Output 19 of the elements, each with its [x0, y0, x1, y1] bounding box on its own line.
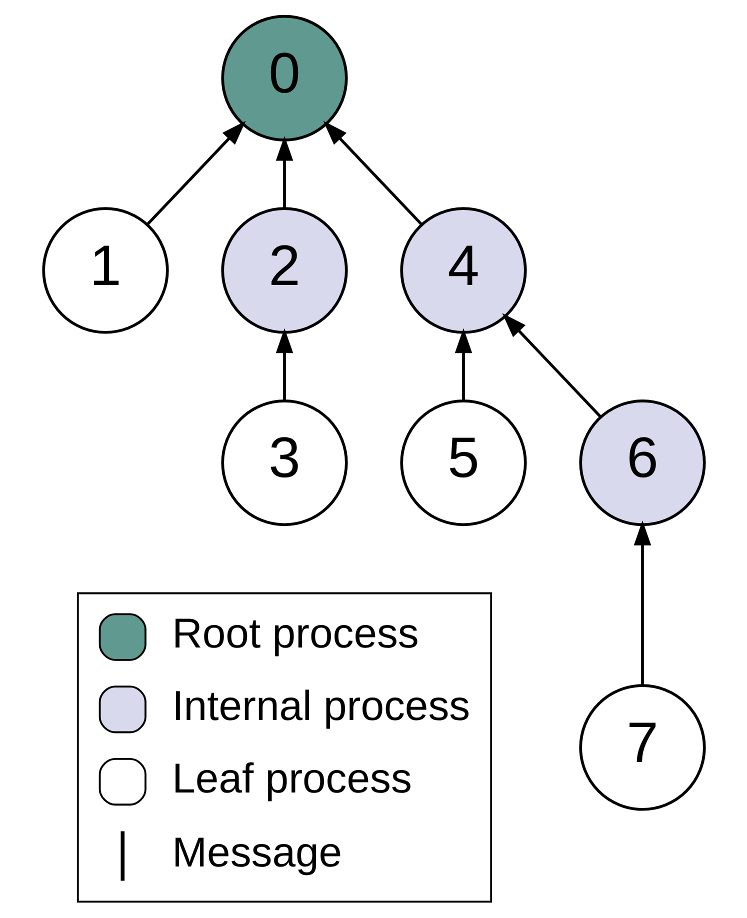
node-circle: 6 [578, 400, 706, 526]
arrow [275, 328, 293, 401]
legend-label: Leaf process [172, 754, 412, 802]
arrow [146, 120, 246, 226]
arrow [633, 520, 651, 686]
node-circle: 3 [220, 400, 348, 526]
node-circle: 5 [400, 400, 526, 526]
node-circle: 4 [400, 207, 526, 334]
node-circle: 2 [220, 207, 348, 334]
node-circle: 7 [578, 684, 706, 811]
node-circle: 0 [220, 14, 348, 142]
arrow [275, 136, 293, 208]
node-circle: 1 [42, 207, 168, 334]
legend-label: Internal process [172, 682, 470, 730]
legend-label: Root process [172, 610, 418, 657]
arrow [502, 313, 602, 418]
arrow [454, 328, 472, 401]
legend-label: Message [172, 828, 342, 876]
arrow [322, 120, 422, 226]
